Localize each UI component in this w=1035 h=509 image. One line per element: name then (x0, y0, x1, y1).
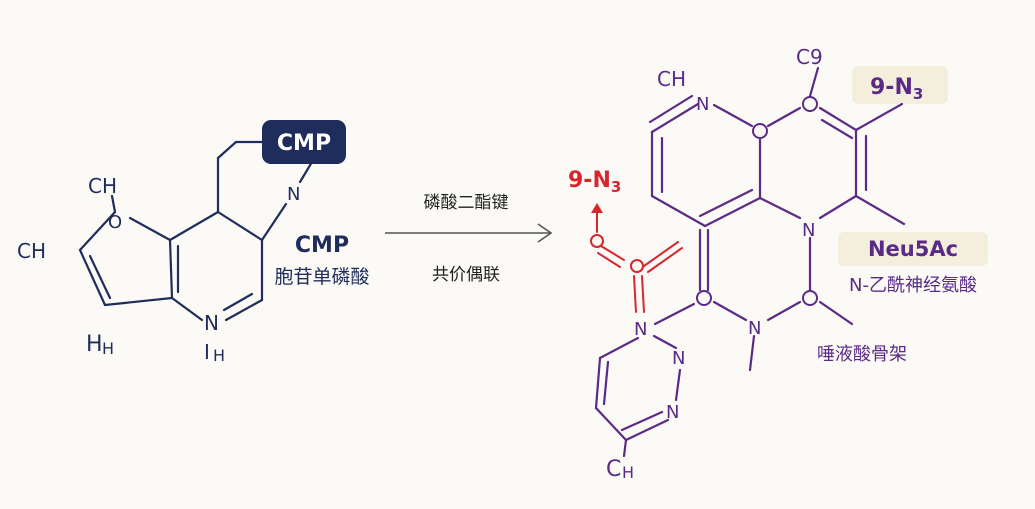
atom-label: I (204, 340, 210, 364)
reaction-arrow (385, 223, 553, 243)
bond (674, 368, 682, 402)
atom-label: N (287, 184, 300, 205)
azide-highlight-label: 9-N3 (870, 75, 923, 103)
bond (766, 300, 802, 322)
bond (818, 106, 858, 132)
oxygen-atom (752, 123, 768, 139)
oxygen-atom (802, 96, 818, 112)
bond (602, 360, 610, 406)
azide-linker (596, 211, 683, 313)
oxygen-atom (696, 290, 712, 306)
neu5ac-highlight-box (838, 232, 988, 266)
atom-label: C (606, 457, 621, 482)
bond (594, 406, 628, 442)
bond (216, 210, 264, 242)
bond (854, 194, 906, 226)
bond (103, 296, 174, 307)
cmp-molecule (78, 140, 314, 322)
bond (622, 438, 628, 458)
cmp-name-cn: 胞苷单磷酸 (274, 266, 369, 288)
bond (222, 292, 254, 312)
bond (224, 298, 264, 322)
c9-label: C9 (796, 45, 823, 69)
atom-label: H (86, 332, 103, 357)
arrow-label-top: 磷酸二酯键 (424, 193, 509, 213)
bond (712, 103, 754, 128)
azide-arrowhead (591, 203, 603, 213)
azide-highlight-box (852, 66, 948, 104)
atom-label: N (666, 402, 679, 423)
bond (653, 302, 696, 326)
bond (703, 196, 762, 228)
bond (808, 66, 820, 98)
bond (78, 248, 107, 307)
atom-label: N (634, 319, 647, 340)
bond (698, 188, 754, 218)
bond (216, 140, 238, 160)
bond (652, 334, 678, 350)
cmp-atom-labels: CH O CH N N H H I H (17, 174, 300, 365)
bond (648, 94, 694, 124)
atom-label: CH (88, 174, 117, 198)
atom-label: N (696, 94, 709, 115)
bond (650, 102, 700, 134)
atom-label: CH (17, 239, 46, 263)
bond (620, 410, 664, 432)
bond (168, 210, 220, 242)
bond (298, 160, 314, 184)
sialic-acid-molecule (594, 66, 906, 458)
atom-label: N (672, 348, 685, 369)
atom-label: H (102, 339, 114, 358)
neu5ac-cn-label: N-乙酰神经氨酸 (849, 275, 977, 296)
bond (594, 356, 602, 410)
bond (88, 254, 112, 300)
atom-label: N (802, 220, 815, 241)
bond (758, 196, 802, 220)
azide-o-lower (630, 259, 644, 273)
bond (712, 300, 748, 322)
backbone-cn-label: 唾液酸骨架 (817, 344, 907, 365)
bond (168, 238, 174, 300)
bond (766, 106, 802, 128)
bond (260, 202, 288, 242)
azide-o-upper (590, 234, 604, 248)
bond (624, 418, 670, 442)
bond (128, 216, 172, 242)
oxygen-atoms (696, 96, 818, 306)
bond (78, 210, 117, 252)
atom-label: O (108, 212, 122, 233)
sialic-atom-labels: CH N N N N N N C H (606, 67, 815, 482)
atom-label: N (748, 318, 761, 339)
bond (598, 336, 640, 360)
arrow-label-bottom: 共价偶联 (432, 265, 500, 285)
bond (170, 296, 204, 322)
atom-label: H (213, 346, 225, 365)
bond (110, 194, 117, 214)
bond (818, 194, 858, 220)
bond (854, 102, 904, 132)
cmp-name: CMP (295, 233, 349, 258)
atom-label: N (204, 311, 219, 335)
atom-label: CH (657, 67, 686, 91)
bond (820, 118, 854, 140)
cmp-badge (262, 120, 346, 164)
bond (650, 194, 707, 228)
bond (748, 334, 756, 372)
atom-label: H (622, 463, 634, 482)
cmp-badge-label: CMP (277, 131, 331, 156)
azide-red-label: 9-N3 (568, 168, 621, 196)
oxygen-atom (802, 290, 818, 306)
bond (818, 300, 854, 326)
neu5ac-label: Neu5Ac (868, 237, 958, 261)
